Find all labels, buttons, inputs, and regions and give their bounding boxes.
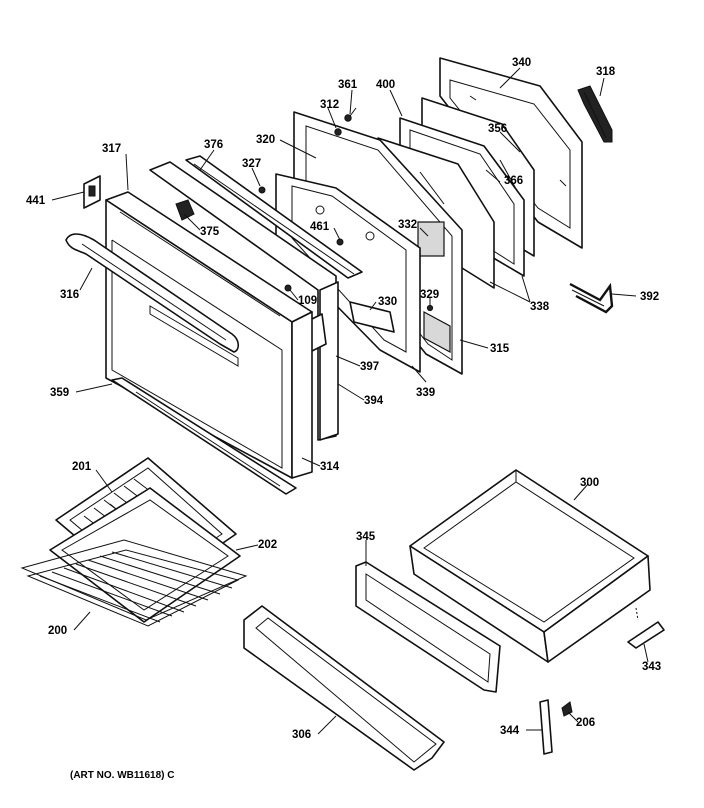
- bracket-318: [577, 85, 613, 143]
- clip-375: [175, 199, 195, 221]
- rack-wires: [39, 551, 233, 623]
- label-314: 314: [320, 461, 340, 473]
- label-366: 366: [504, 175, 523, 187]
- drawer-rail-344: [539, 699, 553, 755]
- label-461: 461: [310, 221, 330, 233]
- label-340: 340: [512, 57, 531, 69]
- art-number-caption: (ART NO. WB11618) C: [70, 770, 174, 781]
- vent-trim-376: [185, 155, 363, 279]
- label-109: 109: [298, 295, 317, 307]
- label-300: 300: [580, 477, 599, 489]
- label-392: 392: [640, 291, 659, 303]
- label-343: 343: [642, 661, 661, 673]
- label-359: 359: [50, 387, 69, 399]
- label-206: 206: [576, 717, 595, 729]
- label-345: 345: [356, 531, 376, 543]
- door-front-314: [105, 191, 313, 479]
- label-330: 330: [378, 296, 397, 308]
- drawer-glide-343: [627, 607, 665, 649]
- bracket-441: [83, 175, 101, 209]
- label-376: 376: [204, 139, 223, 151]
- label-397: 397: [360, 361, 379, 373]
- label-329: 329: [420, 289, 439, 301]
- label-312: 312: [320, 99, 339, 111]
- door-frame-317: [149, 161, 339, 441]
- label-394: 394: [364, 395, 384, 407]
- label-332: 332: [398, 219, 417, 231]
- screw-312: [334, 128, 342, 136]
- label-318: 318: [596, 66, 616, 78]
- storage-drawer-300: [409, 469, 651, 663]
- label-201: 201: [72, 461, 92, 473]
- leader-lines: [51, 67, 649, 735]
- label-327: 327: [242, 158, 261, 170]
- gasket-392: [569, 282, 614, 314]
- label-339: 339: [416, 387, 435, 399]
- screw-206: [561, 701, 573, 717]
- callout-labels: 340 318 361 400 312 356 320 366 317 376 …: [26, 57, 661, 741]
- screw-329: [426, 304, 434, 312]
- label-320: 320: [256, 134, 275, 146]
- label-200: 200: [48, 625, 67, 637]
- drawer-front-306: [243, 605, 445, 771]
- label-202: 202: [258, 539, 277, 551]
- label-344: 344: [500, 725, 520, 737]
- label-400: 400: [376, 79, 395, 91]
- label-441: 441: [26, 195, 46, 207]
- oven-rack-200: [20, 539, 248, 627]
- screw-327: [258, 186, 266, 194]
- door-trim-359: [111, 377, 297, 495]
- label-338: 338: [530, 301, 550, 313]
- label-356: 356: [488, 123, 507, 135]
- label-316: 316: [60, 289, 79, 301]
- label-306: 306: [292, 729, 311, 741]
- label-375: 375: [200, 226, 220, 238]
- label-315: 315: [490, 343, 510, 355]
- door-handle-316: [65, 233, 240, 353]
- label-361: 361: [338, 79, 358, 91]
- screw-109: [284, 284, 292, 292]
- screw-361: [344, 107, 357, 122]
- label-317: 317: [102, 143, 121, 155]
